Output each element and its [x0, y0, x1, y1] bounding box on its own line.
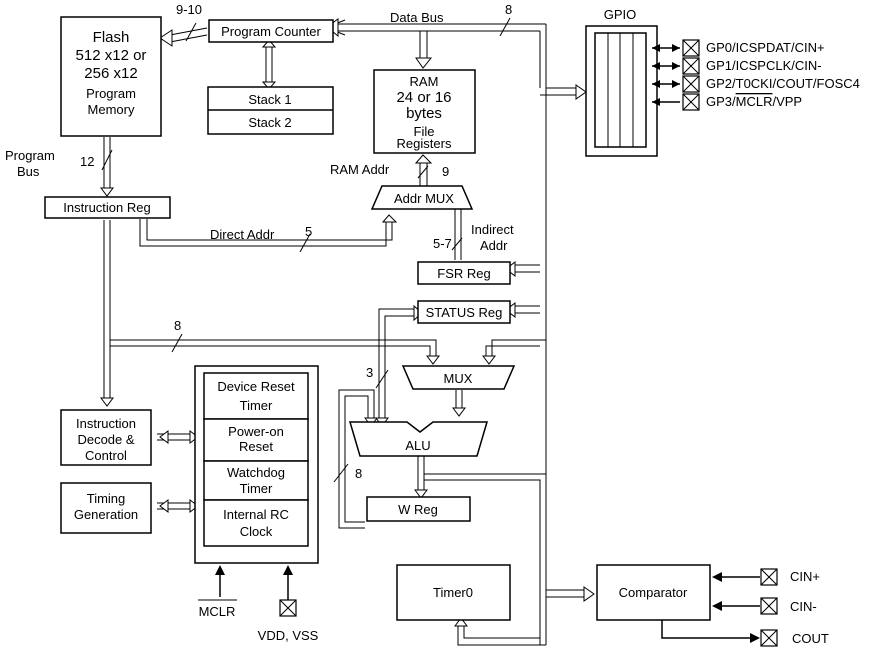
timer0-label: Timer0: [433, 585, 473, 600]
flash-label-3: 256 x12: [84, 65, 137, 82]
cin-plus-label: CIN+: [790, 569, 820, 584]
alu: ALU: [348, 421, 489, 457]
width-5-7-label: 5-7: [433, 236, 452, 251]
timing-label-2: Generation: [74, 507, 138, 522]
instruction-reg: Instruction Reg: [44, 196, 171, 219]
width-9-label: 9: [442, 164, 449, 179]
pin-gp0-icon: [682, 39, 700, 57]
width-8-mid-label: 8: [174, 318, 181, 333]
power-reset-inputs: MCLR VDD, VSS: [198, 565, 319, 643]
width-3-label: 3: [366, 365, 373, 380]
stack2-label: Stack 2: [248, 115, 291, 130]
pin-gp3-label: GP3/MCLR/VPP: [706, 94, 802, 109]
timing-label-1: Timing: [87, 491, 126, 506]
mclr-label: MCLR: [199, 604, 236, 619]
flash-label-2: 512 x12 or: [76, 47, 147, 64]
data-bus-label: Data Bus: [390, 10, 444, 25]
stack: Stack 1 Stack 2: [207, 86, 334, 135]
width-9-10-label: 9-10: [176, 2, 202, 17]
program-counter-label: Program Counter: [221, 24, 321, 39]
bus-width-ticks: [101, 17, 511, 483]
w-reg: W Reg: [366, 496, 471, 522]
vdd-vss-label: VDD, VSS: [258, 628, 319, 643]
width-5-label: 5: [305, 224, 312, 239]
timing-generation: Timing Generation: [60, 482, 152, 534]
mux: MUX: [401, 365, 516, 390]
pin-gp2-icon: [682, 75, 700, 93]
reset-timer-label-2: Timer: [240, 398, 273, 413]
program-bus-label-1: Program: [5, 148, 55, 163]
pin-gp3-prefix: GP3/: [706, 94, 736, 109]
por-label-2: Reset: [239, 439, 273, 454]
reset-timer-label-1: Device Reset: [217, 379, 295, 394]
cout-label: COUT: [792, 631, 829, 646]
pin-cin-plus-icon: [760, 568, 778, 586]
timer0: Timer0: [396, 564, 511, 621]
pin-gp2-label: GP2/T0CKI/COUT/FOSC4: [706, 76, 860, 91]
bus-lines: [103, 19, 586, 646]
width-12-label: 12: [80, 154, 94, 169]
indirect-addr-label-1: Indirect: [471, 222, 514, 237]
flash-program-memory: Flash 512 x12 or 256 x12 Program Memory: [60, 16, 162, 137]
pin-gp3-mclr: MCLR: [736, 94, 773, 109]
ram-addr-label: RAM Addr: [330, 162, 390, 177]
rc-label-1: Internal RC: [223, 507, 289, 522]
wdt-label-2: Timer: [240, 481, 273, 496]
comparator: Comparator: [596, 564, 711, 621]
status-reg: STATUS Reg: [417, 300, 511, 324]
rc-label-2: Clock: [240, 524, 273, 539]
comparator-pins: CIN+ CIN- COUT: [661, 568, 829, 647]
flash-label-5: Memory: [88, 102, 135, 117]
ram-label-1: RAM: [410, 74, 439, 89]
mux-label: MUX: [444, 371, 473, 386]
pin-cout-icon: [760, 629, 778, 647]
pin-gp3-suffix: /VPP: [772, 94, 802, 109]
indirect-addr-label-2: Addr: [480, 238, 508, 253]
pin-cin-minus-icon: [760, 597, 778, 615]
instruction-reg-label: Instruction Reg: [63, 200, 150, 215]
por-label-1: Power-on: [228, 424, 284, 439]
pin-gp3-icon: [682, 93, 700, 111]
instruction-decode-control: Instruction Decode & Control: [60, 409, 152, 466]
gpio-pins: GP0/ICSPDAT/CIN+ GP1/ICSPCLK/CIN- GP2/T0…: [652, 39, 860, 111]
direct-addr-label: Direct Addr: [210, 227, 275, 242]
program-bus-label-2: Bus: [17, 164, 40, 179]
cin-minus-label: CIN-: [790, 599, 817, 614]
comparator-label: Comparator: [619, 585, 688, 600]
decode-label-3: Control: [85, 448, 127, 463]
stack1-label: Stack 1: [248, 92, 291, 107]
pin-gp1-label: GP1/ICSPCLK/CIN-: [706, 58, 822, 73]
reset-clock-group: Device Reset Timer Power-on Reset Watchd…: [194, 365, 319, 564]
ram-label-4: File: [414, 124, 435, 139]
ram-label-2: 24 or 16: [396, 89, 451, 106]
w-reg-label: W Reg: [398, 502, 438, 517]
program-counter: Program Counter: [208, 19, 334, 43]
fsr-reg: FSR Reg: [417, 261, 511, 285]
pin-vdd-icon: [279, 599, 297, 617]
signal-labels: Data Bus 9-10 8 Program Bus 12 RAM Addr …: [5, 2, 514, 481]
alu-label: ALU: [405, 438, 430, 453]
ram-label-3: bytes: [406, 105, 442, 122]
decode-label-1: Instruction: [76, 416, 136, 431]
flash-label-4: Program: [86, 86, 136, 101]
ram-label-5: Registers: [397, 136, 452, 151]
gpio-block: GPIO: [585, 7, 658, 157]
status-reg-label: STATUS Reg: [426, 305, 503, 320]
wdt-label-1: Watchdog: [227, 465, 285, 480]
pin-gp1-icon: [682, 57, 700, 75]
width-8-alu-label: 8: [355, 466, 362, 481]
flash-label-1: Flash: [93, 29, 130, 46]
fsr-reg-label: FSR Reg: [437, 266, 490, 281]
pin-gp0-label: GP0/ICSPDAT/CIN+: [706, 40, 825, 55]
width-8-top-label: 8: [505, 2, 512, 17]
decode-label-2: Decode &: [77, 432, 134, 447]
addr-mux-label: Addr MUX: [394, 191, 454, 206]
addr-mux: Addr MUX: [370, 185, 474, 210]
ram-file-registers: RAM 24 or 16 bytes File Registers: [373, 69, 476, 154]
gpio-label: GPIO: [604, 7, 637, 22]
